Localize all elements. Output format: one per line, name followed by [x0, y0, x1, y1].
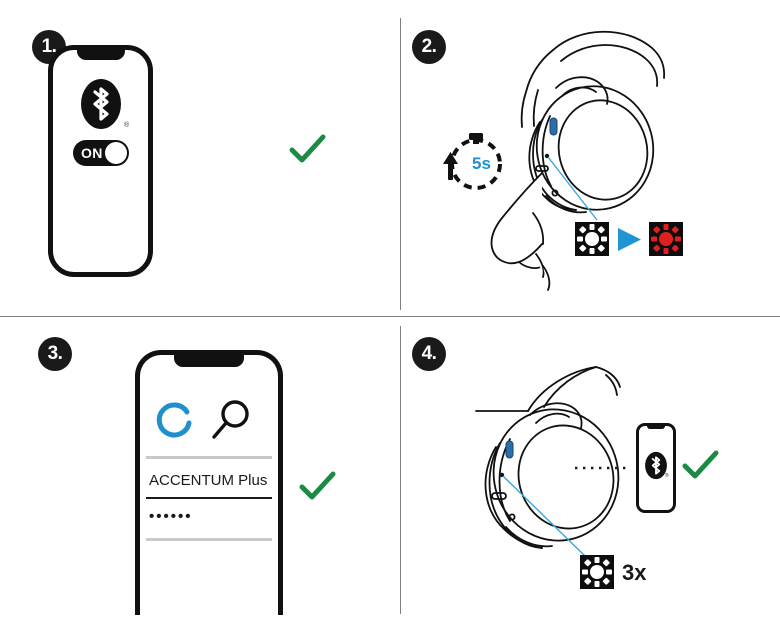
magnifier-icon[interactable]: [210, 399, 252, 443]
power-button: [549, 117, 558, 136]
dotted-link: [575, 466, 630, 470]
phone-notch: [647, 425, 665, 429]
headphone-icon: [475, 366, 621, 558]
headphone-icon: [520, 30, 666, 221]
divider-horizontal: [0, 316, 780, 317]
panel-step-4: 4.: [390, 315, 780, 630]
list-item[interactable]: ACCENTUM Plus: [149, 472, 268, 489]
bluetooth-toggle[interactable]: ON: [73, 140, 129, 166]
toggle-label: ON: [81, 145, 103, 161]
phone-mockup: [135, 350, 283, 615]
panel-step-2: 2.: [390, 0, 780, 315]
registered-mark: ®: [665, 473, 669, 479]
step-badge-4: 4.: [412, 337, 446, 371]
loading-spinner-icon: [156, 402, 192, 438]
leader-line: [502, 475, 587, 558]
power-button: [505, 440, 514, 459]
list-item-masked[interactable]: ••••••: [149, 508, 193, 525]
phone-notch: [174, 354, 244, 367]
check-icon: [682, 450, 719, 479]
check-icon: [289, 134, 326, 163]
panel-step-3: 3. ACCENTUM Plus ••••••: [0, 315, 390, 630]
registered-mark: ®: [124, 122, 130, 129]
step-badge-3: 3.: [38, 337, 72, 371]
stopwatch-icon: [443, 133, 502, 190]
device-list: ACCENTUM Plus ••••••: [146, 315, 274, 630]
bluetooth-icon: [645, 451, 667, 480]
toggle-knob[interactable]: [105, 142, 127, 164]
leader-line: [547, 156, 598, 221]
led-white-icon: [580, 555, 614, 589]
led-white-icon: [575, 222, 609, 256]
led-red-icon: [649, 222, 683, 256]
arrow-up-icon: [443, 152, 458, 180]
list-separator-bottom: [146, 538, 272, 541]
triangle-right-icon: [618, 228, 641, 251]
step-badge-2: 2.: [412, 30, 446, 64]
list-separator-top: [146, 456, 272, 459]
led-count-label: 3x: [622, 560, 647, 585]
phone-notch: [76, 49, 125, 60]
timer-label: 5s: [472, 154, 491, 173]
divider-vertical-top: [400, 18, 401, 310]
divider-vertical-bottom: [400, 326, 401, 614]
panel-step-1: 1. ® ON: [0, 0, 390, 315]
list-separator-selected: [146, 497, 272, 499]
bluetooth-icon: [81, 79, 121, 129]
check-icon: [299, 471, 336, 500]
hand-pressing-icon: [490, 172, 551, 291]
